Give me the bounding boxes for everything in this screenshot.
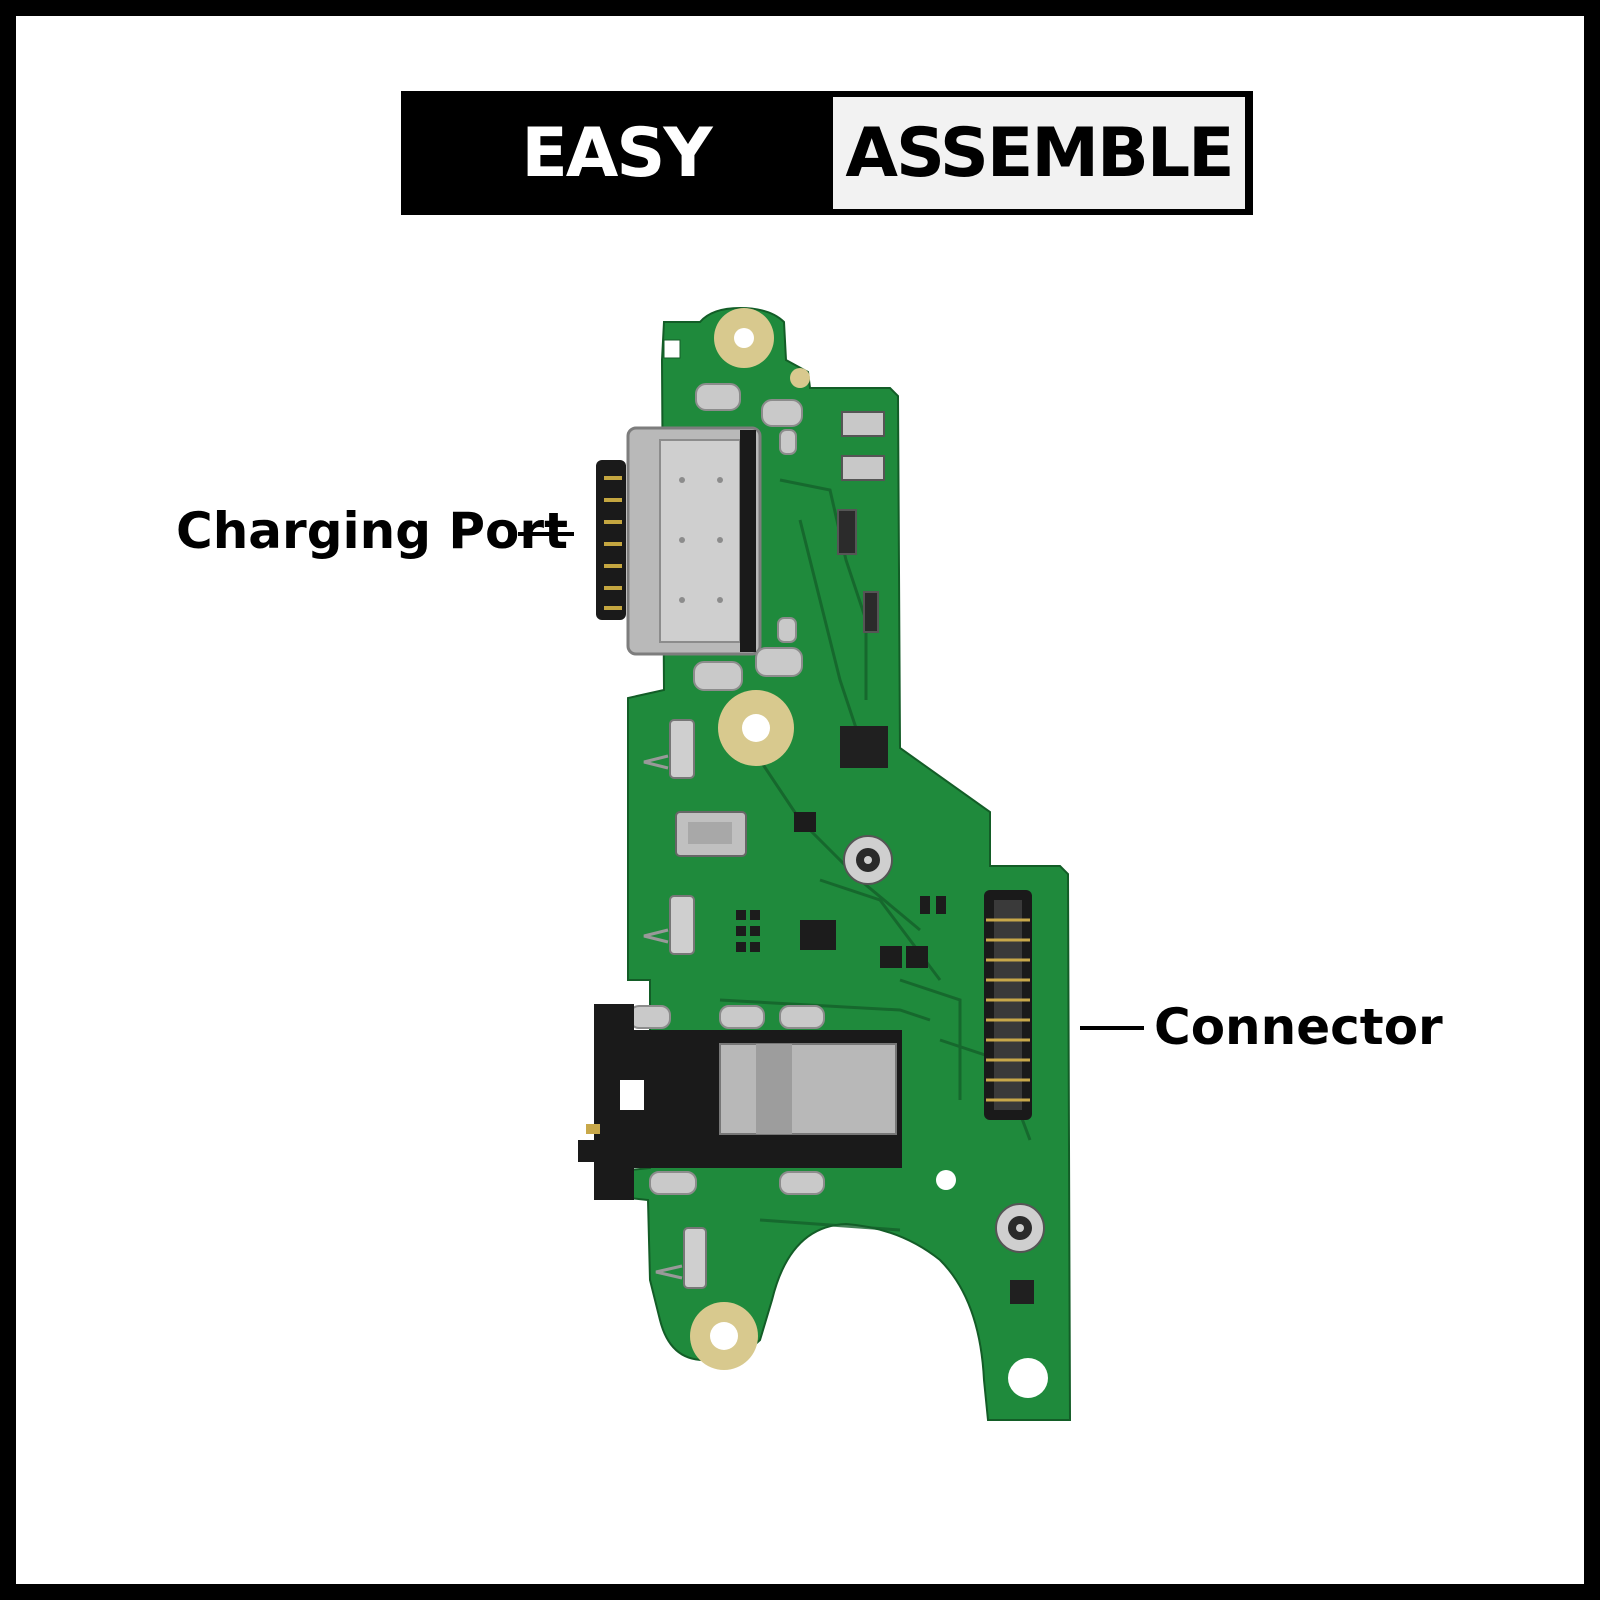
- mount-hole-bottom-right: [1008, 1358, 1048, 1398]
- board-to-board-connector: [984, 890, 1032, 1120]
- banner-easy-text: EASY: [521, 113, 712, 193]
- ic-chip-upper: [840, 726, 888, 768]
- smd-components-upper: [837, 411, 885, 633]
- charging-port-label: Charging Port: [176, 502, 568, 560]
- connector-leader-line: [1080, 1026, 1144, 1030]
- charging-port-leader-line: [518, 532, 574, 536]
- title-banner: EASY ASSEMBLE: [401, 91, 1253, 215]
- antenna-connector-lower: [995, 1203, 1045, 1253]
- banner-assemble-text: ASSEMBLE: [833, 97, 1245, 209]
- connector-label: Connector: [1154, 998, 1443, 1056]
- port-solder-pads: [693, 383, 803, 691]
- usb-c-port: [596, 426, 762, 656]
- headphone-jack: [578, 1004, 902, 1200]
- spring-contacts: [669, 719, 707, 1289]
- smd-components-middle: [736, 812, 1034, 1304]
- antenna-connector-upper: [843, 835, 893, 885]
